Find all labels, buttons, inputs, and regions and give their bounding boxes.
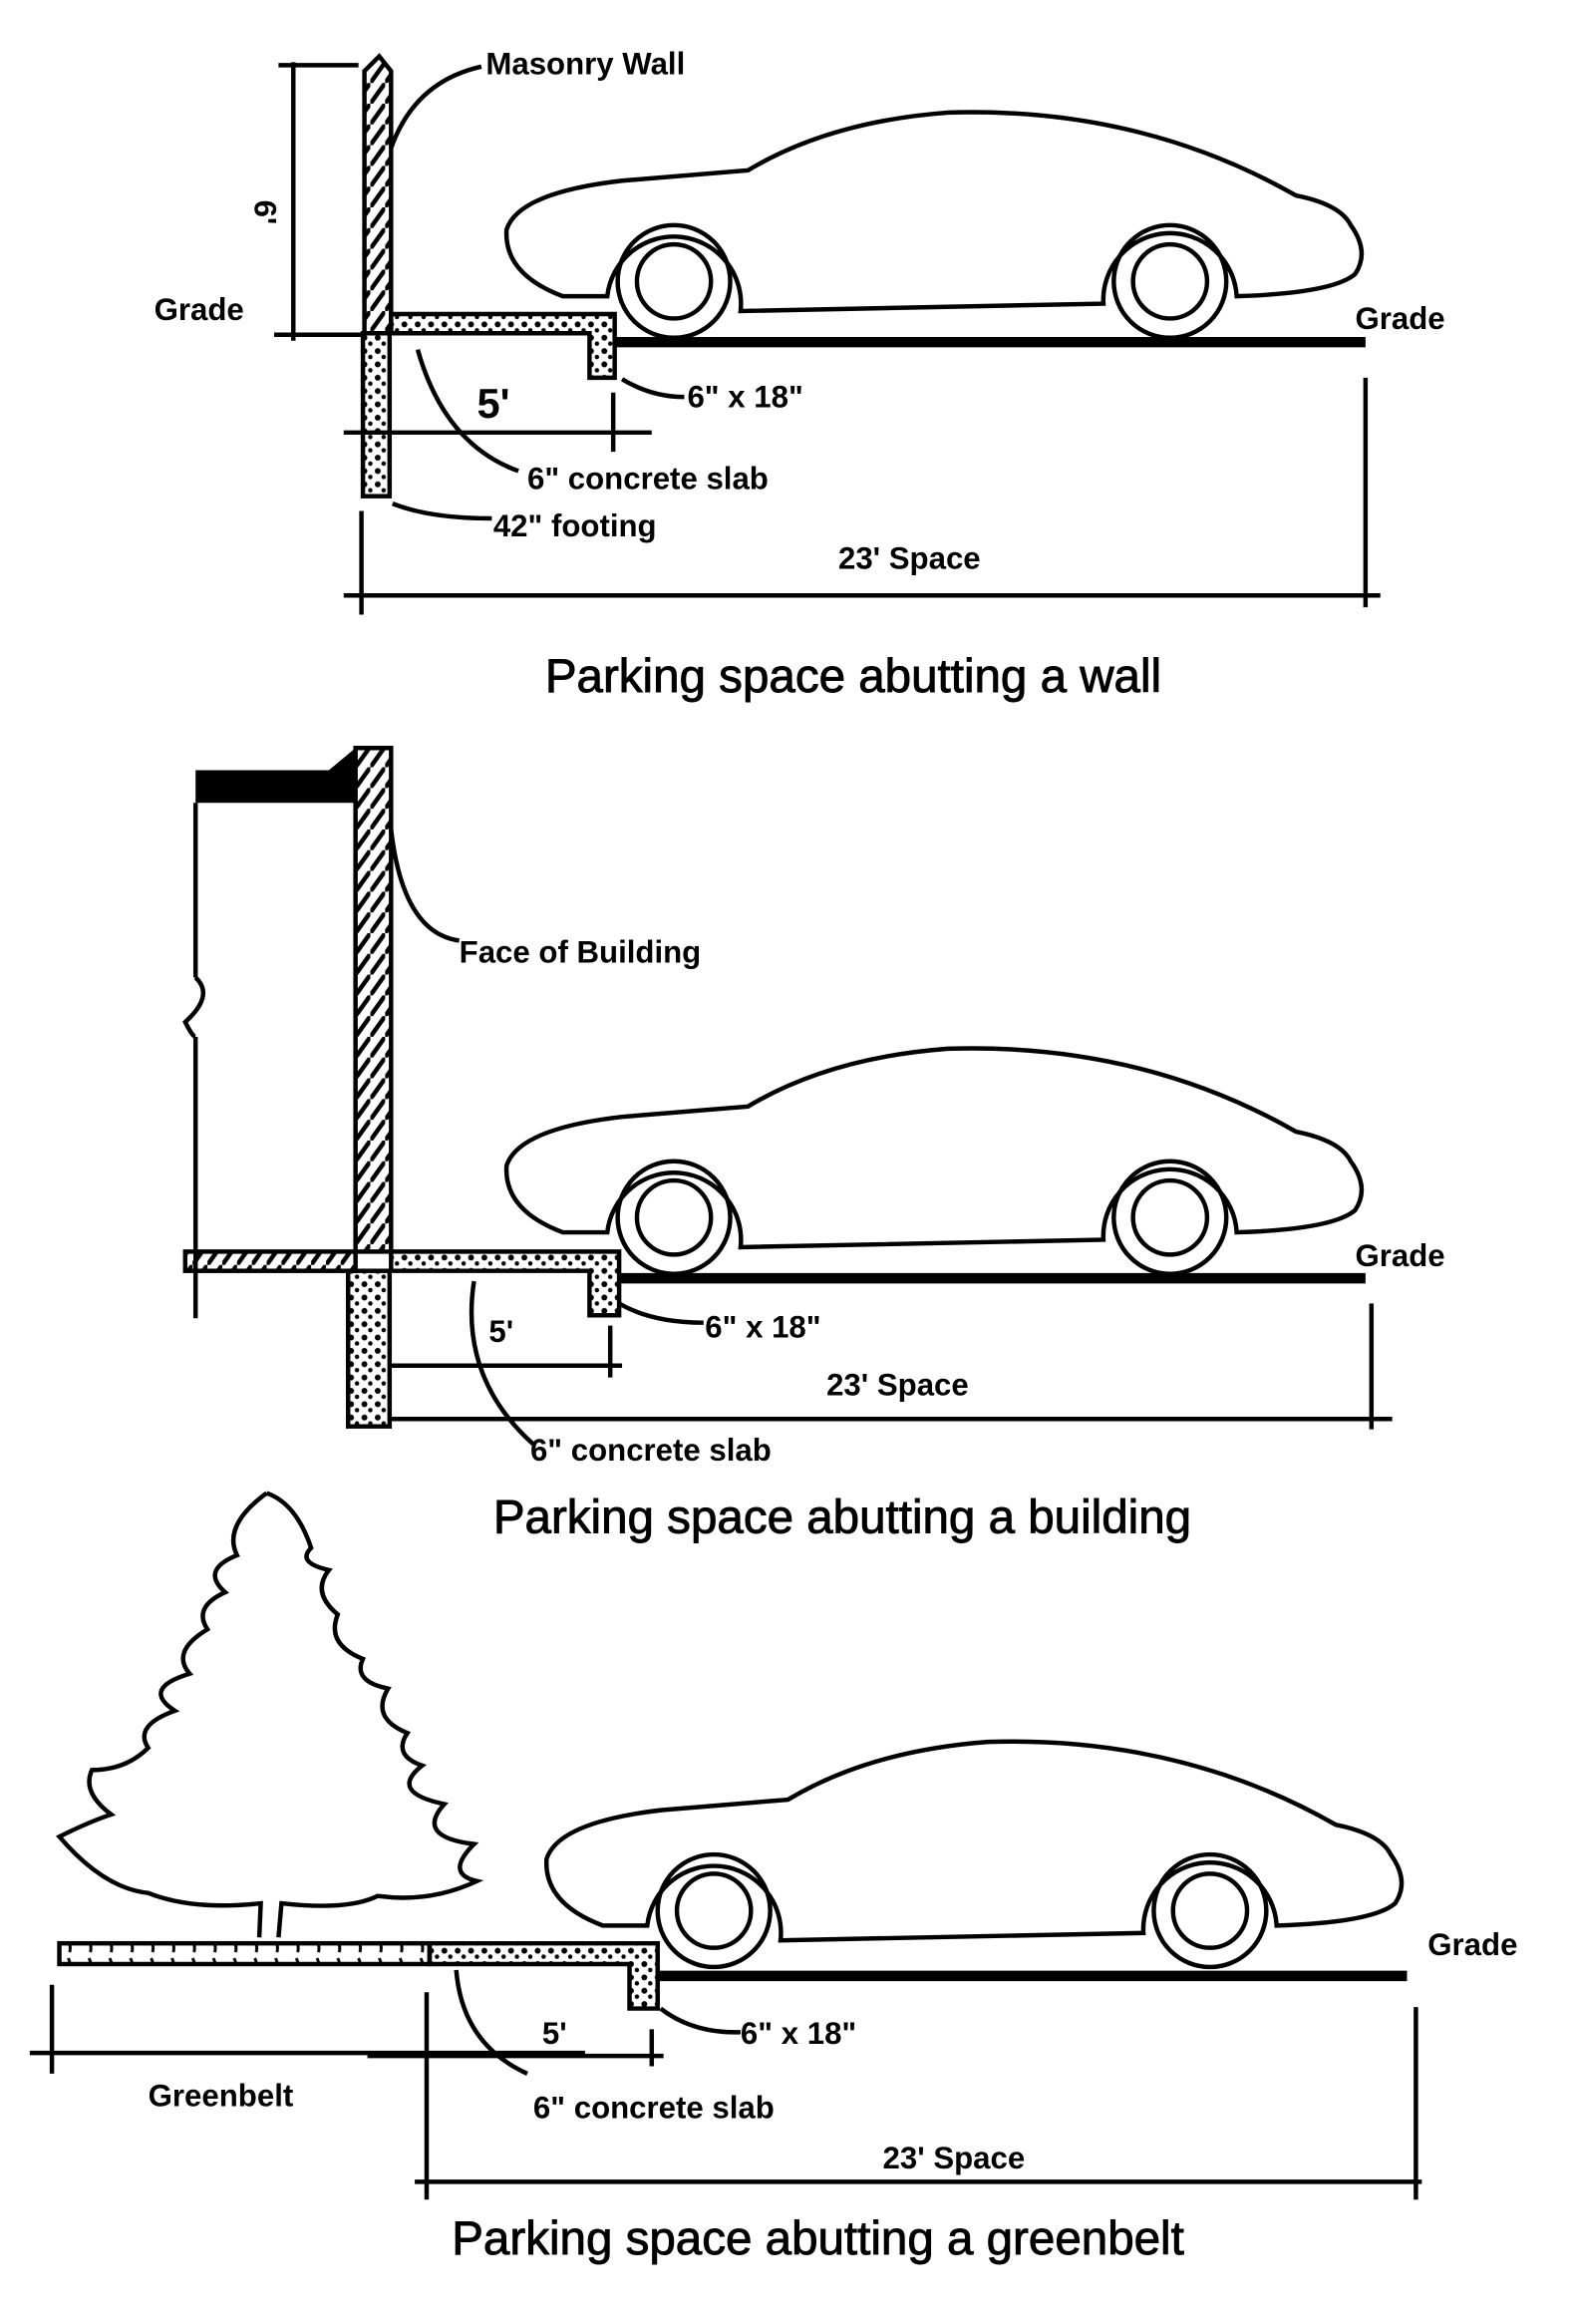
label-curb: 6" x 18" bbox=[741, 2016, 856, 2051]
label-curb: 6" x 18" bbox=[687, 380, 802, 415]
label-space: 23' Space bbox=[838, 540, 981, 575]
label-setback: 5' bbox=[476, 380, 509, 427]
car-illustration bbox=[506, 113, 1362, 338]
label-setback: 5' bbox=[488, 1314, 513, 1349]
slab bbox=[389, 1249, 622, 1318]
label-masonry-wall: Masonry Wall bbox=[485, 46, 685, 81]
slab bbox=[389, 311, 617, 381]
panel-building: Face of Building Grade 6" x 18" 5' 23' S… bbox=[182, 746, 1445, 1544]
footing bbox=[360, 331, 393, 498]
car-illustration bbox=[506, 1048, 1362, 1273]
panel-wall: Masonry Wall 6' Grade Grade 6" x 18" 5' … bbox=[155, 46, 1445, 703]
label-slab: 6" concrete slab bbox=[527, 461, 769, 496]
label-curb: 6" x 18" bbox=[705, 1310, 820, 1345]
panel-greenbelt: Grade 6" x 18" 5' Greenbelt 6" concrete … bbox=[29, 1491, 1517, 2266]
panel-title: Parking space abutting a greenbelt bbox=[452, 2212, 1184, 2265]
label-height: 6' bbox=[248, 200, 283, 225]
masonry-wall bbox=[362, 53, 394, 336]
label-grade-left: Grade bbox=[155, 292, 244, 327]
footing bbox=[346, 1268, 393, 1429]
tree-illustration bbox=[55, 1491, 484, 1938]
roof bbox=[195, 748, 356, 804]
car-illustration bbox=[546, 1742, 1402, 1967]
label-space: 23' Space bbox=[883, 2141, 1026, 2175]
label-setback: 5' bbox=[542, 2016, 567, 2051]
panel-title: Parking space abutting a wall bbox=[545, 650, 1161, 703]
label-grade-right: Grade bbox=[1355, 301, 1444, 336]
floor-slab bbox=[182, 1249, 358, 1273]
label-grade-right: Grade bbox=[1427, 1927, 1517, 1962]
label-footing: 42" footing bbox=[493, 508, 657, 543]
building-wall bbox=[353, 746, 394, 1254]
panel-title: Parking space abutting a building bbox=[493, 1492, 1191, 1544]
label-face-of-building: Face of Building bbox=[460, 935, 702, 970]
label-slab: 6" concrete slab bbox=[530, 1433, 772, 1468]
label-greenbelt: Greenbelt bbox=[149, 2079, 294, 2114]
label-space: 23' Space bbox=[826, 1367, 969, 1402]
label-grade-right: Grade bbox=[1355, 1238, 1444, 1273]
label-slab: 6" concrete slab bbox=[533, 2090, 775, 2125]
greenbelt-strip bbox=[57, 1940, 433, 1967]
slab bbox=[427, 1940, 660, 2011]
